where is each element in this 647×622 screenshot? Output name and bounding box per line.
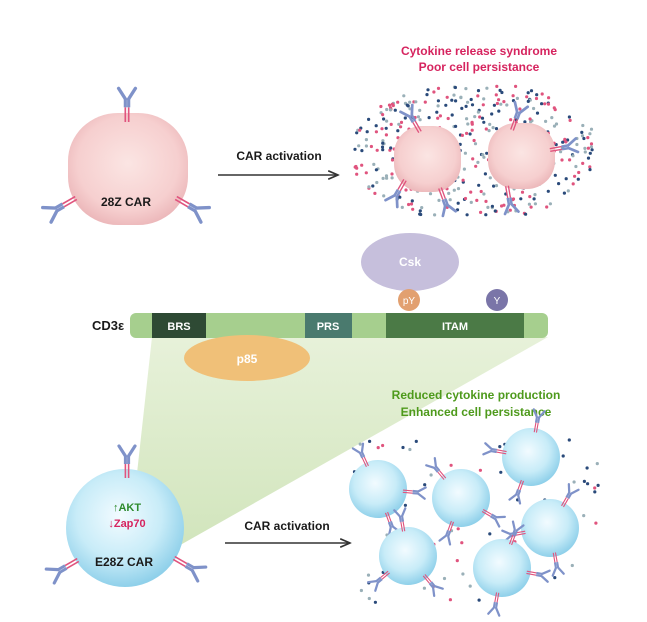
car-receptor-icon [425, 456, 447, 480]
top-outcome-line1: Cytokine release syndrome [401, 44, 557, 58]
top-arrow-label: CAR activation [236, 149, 321, 163]
car-receptor-icon [44, 557, 80, 585]
bottom-outcome-line1: Reduced cytokine production [392, 388, 561, 402]
car-receptor-icon [422, 574, 444, 598]
car-receptor-icon [510, 100, 530, 131]
activated-blue-cell [521, 499, 579, 557]
activated-pink-cell-right [488, 123, 555, 189]
top-outcome-line2: Poor cell persistance [419, 60, 540, 74]
car-receptor-icon [487, 592, 501, 617]
car-receptor-icon [399, 103, 422, 134]
y-label: Y [494, 296, 501, 307]
zoom-cone [130, 337, 548, 548]
car-receptor-icon [481, 509, 506, 528]
car-receptor-icon [41, 195, 78, 224]
activated-blue-cell [349, 460, 407, 518]
activated-blue-cell [502, 428, 560, 486]
e28z-car-cell [66, 469, 184, 587]
activated-e28z-cell-cluster [349, 408, 600, 617]
prs-domain [305, 313, 352, 338]
activated-28z-cell-cluster [353, 84, 594, 218]
activated-pink-cell-left [394, 126, 461, 192]
brs-label: BRS [167, 321, 190, 333]
car-receptor-icon [482, 442, 507, 456]
p85-label: p85 [237, 352, 258, 366]
akt-label: ↑AKT [113, 502, 141, 514]
zap70-label: ↓Zap70 [108, 518, 145, 530]
itam-label: ITAM [442, 321, 468, 333]
activated-blue-cell [473, 539, 531, 597]
py-label: pY [403, 296, 416, 307]
car-receptor-icon [508, 479, 525, 505]
car-receptor-icon [351, 442, 369, 468]
car-receptor-icon [438, 520, 455, 546]
itam-domain [386, 313, 524, 338]
car-receptor-icon [366, 570, 390, 592]
cd3e-label: CD3ε [92, 318, 124, 333]
activated-blue-cell [379, 527, 437, 585]
car-receptor-icon [402, 486, 427, 500]
brs-domain [152, 313, 206, 338]
car-receptor-icon [532, 408, 546, 433]
p85-protein [184, 335, 310, 381]
28z-car-cell [68, 113, 188, 225]
car-receptor-icon [508, 520, 525, 546]
py-phosphotyrosine [398, 289, 420, 311]
csk-label: Csk [399, 255, 421, 269]
car-receptor-icon [551, 552, 565, 577]
car-receptor-icon [116, 86, 138, 122]
e28z-car-label: E28Z CAR [95, 555, 153, 569]
bottom-arrow-label: CAR activation [244, 519, 329, 533]
y-tyrosine [486, 289, 508, 311]
car-receptor-icon [526, 569, 551, 583]
car-receptor-icon [393, 507, 407, 532]
activated-blue-cell [432, 469, 490, 527]
bottom-e28z-car-cell-group: ↑AKT ↓Zap70 E28Z CAR [44, 444, 208, 587]
csk-protein [361, 233, 459, 291]
top-28z-car-cell-group: 28Z CAR [41, 86, 211, 225]
28z-car-label: 28Z CAR [101, 195, 151, 209]
car-receptor-icon [117, 444, 137, 478]
car-receptor-icon [174, 195, 211, 224]
car-receptor-icon [438, 187, 458, 218]
car-receptor-icon [549, 137, 580, 154]
bottom-outcome-line2: Enhanced cell persistance [401, 405, 552, 419]
prs-label: PRS [317, 321, 340, 333]
car-receptor-icon [561, 483, 580, 508]
car-receptor-icon [503, 185, 520, 216]
car-receptor-icon [172, 555, 208, 583]
car-receptor-icon [384, 178, 407, 209]
